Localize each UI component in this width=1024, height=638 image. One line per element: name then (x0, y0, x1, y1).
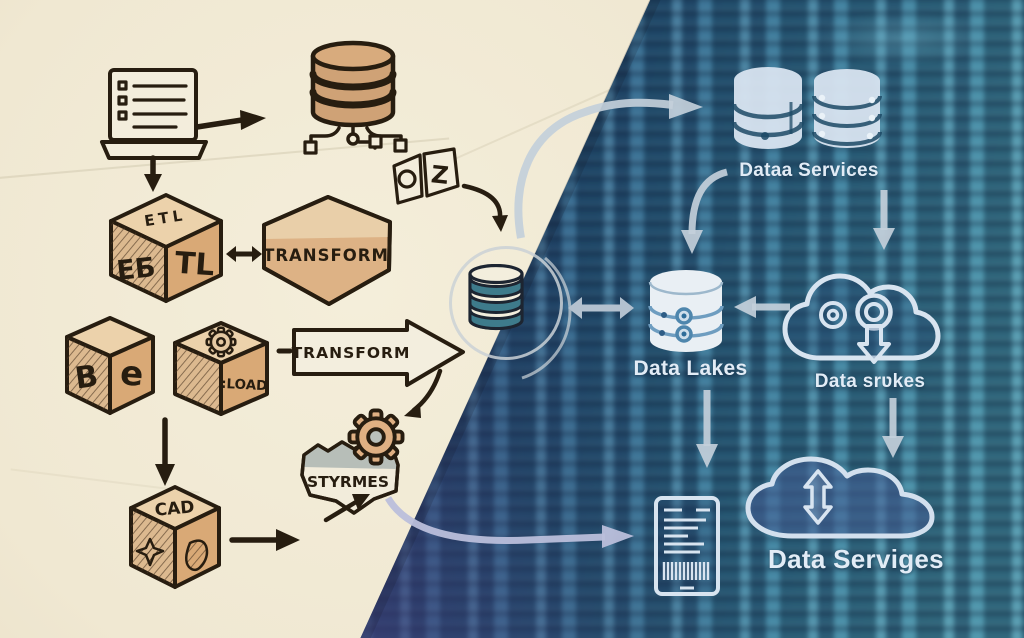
sync-arrows-icon (803, 469, 833, 525)
transform-hexagon-label: TRANSFORM (263, 246, 389, 265)
styrmes-label: STYRMES (307, 473, 389, 491)
arrow-services-to-srikes (873, 190, 895, 250)
data-srikes-cloud-icon (782, 273, 941, 364)
services-label: Dataa Services (739, 160, 879, 181)
staging-database-icon (468, 264, 524, 331)
data-lakes-label: Data Lakes (633, 357, 748, 380)
data-serviges-label: Data Serviges (768, 544, 944, 574)
cad-cube: CAD (129, 485, 221, 589)
book-z-glyph: Z (430, 160, 450, 190)
arrow-styrmes-to-receipt (384, 496, 634, 548)
staging-circle (449, 246, 563, 360)
download-arrow-icon (857, 324, 891, 364)
arrow-etl-hex-double (226, 246, 262, 262)
transform-arrow-label: TRANSFORM (292, 344, 411, 362)
data-srikes-label: Data srʋkes (814, 371, 926, 392)
gear-icon (205, 326, 237, 358)
arrow-cad-right (229, 529, 300, 551)
arrow-srikes-down (882, 398, 904, 458)
be-cube-right-label: e (119, 353, 145, 395)
arrow-srikes-to-lakes (734, 296, 790, 318)
arrow-transform-to-styrmes (404, 368, 443, 418)
be-cube: B e (65, 316, 155, 415)
barcode (662, 562, 710, 580)
staging-arc (521, 256, 572, 380)
styrmes-banner: STYRMES (300, 408, 405, 515)
source-document-icon (100, 68, 208, 160)
load-cube: :LOAD (173, 321, 269, 416)
arrow-lakes-down (696, 390, 718, 468)
transform-block-arrow: TRANSFORM (276, 319, 465, 387)
book-oz-icon: Z (392, 147, 460, 205)
network-database-icon (303, 40, 408, 155)
etl-cube-left-label: ЕБ (115, 252, 157, 287)
blob-shape (185, 539, 209, 572)
arrow-services-to-lakes (681, 168, 729, 254)
report-document-icon (654, 496, 720, 596)
star-shape (135, 537, 165, 567)
arrow-be-to-cad (155, 417, 175, 486)
arrow-staging-to-services (514, 94, 703, 239)
etl-cube-right-label: TL (174, 246, 216, 284)
services-database-icon-2 (812, 69, 882, 148)
cad-cube-label: CAD (154, 497, 195, 520)
arrow-styrmes-upright (323, 494, 370, 523)
services-database-icon-1 (731, 67, 805, 149)
gear-icon (347, 408, 405, 466)
arrow-book-to-staging (461, 183, 508, 232)
etl-cube: ETL ЕБ TL (109, 193, 223, 303)
data-serviges-cloud-icon (745, 456, 935, 539)
be-cube-left-label: B (73, 359, 101, 397)
arrow-doc-to-db (194, 110, 266, 130)
arrow-staging-lakes-double (568, 297, 634, 319)
transform-hexagon: TRANSFORM (262, 195, 392, 306)
data-lakes-database-icon (648, 270, 724, 352)
arrow-doc-to-etl (144, 155, 162, 192)
load-cube-label: :LOAD (221, 376, 268, 394)
